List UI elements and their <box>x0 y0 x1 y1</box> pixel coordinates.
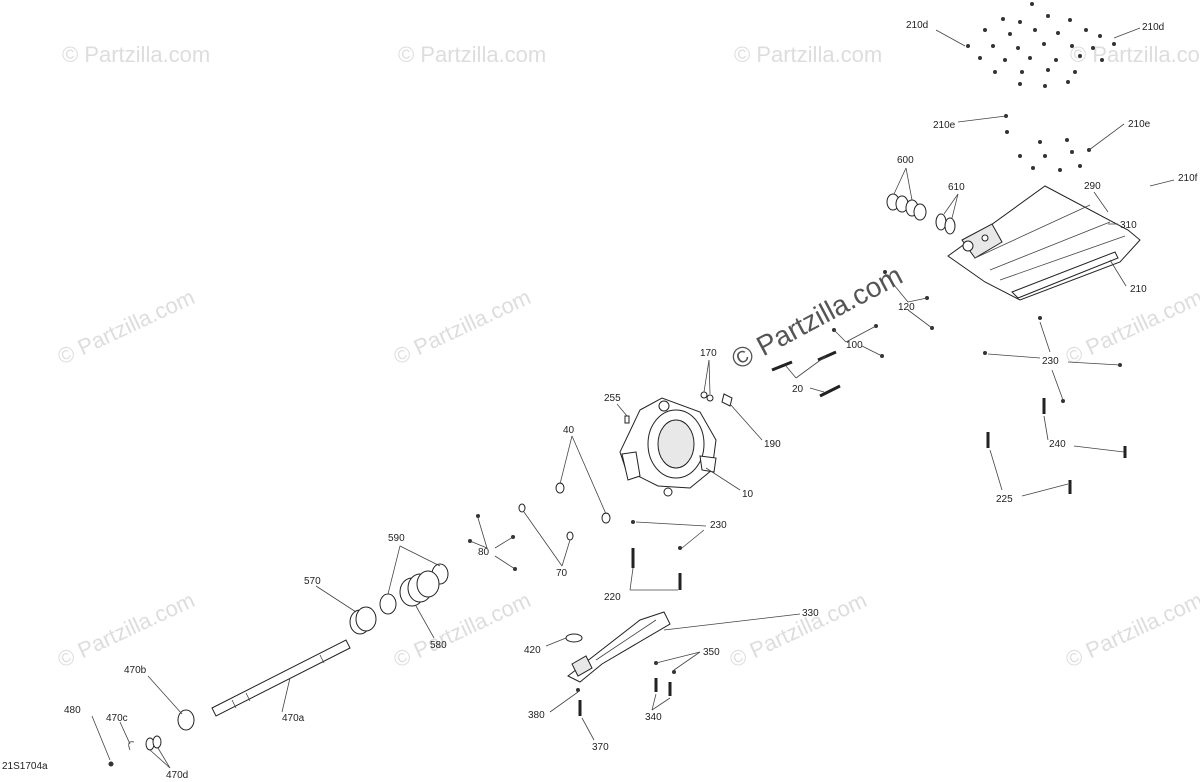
diagram-code: 21S1704a <box>2 761 48 772</box>
watermark: © Partzilla.com <box>390 284 535 369</box>
callout-220: 220 <box>604 592 621 603</box>
callout-labels: 210d 210d 210e 210e 210f 600 610 290 310… <box>64 20 1198 781</box>
callout-590: 590 <box>388 533 405 544</box>
watermark: © Partzilla.com <box>62 42 210 67</box>
drive-shaft-part-470a <box>211 639 351 717</box>
callout-10: 10 <box>742 489 754 500</box>
watermark: © Partzilla.com <box>1062 284 1200 369</box>
watermark: © Partzilla.com <box>54 284 199 369</box>
watermark: © Partzilla.com <box>726 587 871 672</box>
callout-470d: 470d <box>166 770 188 781</box>
callout-240: 240 <box>1049 439 1066 450</box>
callout-610: 610 <box>948 182 965 193</box>
small-parts-470c-470d-480 <box>108 735 162 767</box>
housing-part-10 <box>619 397 717 497</box>
callout-310: 310 <box>1120 220 1137 231</box>
callout-190: 190 <box>764 439 781 450</box>
callout-70: 70 <box>556 568 568 579</box>
watermark: © Partzilla.com <box>1062 587 1200 672</box>
fastener-parts-220-230 <box>631 520 682 590</box>
o-ring-part-610 <box>935 213 956 235</box>
watermark: © Partzilla.com <box>1070 42 1200 67</box>
clip-parts-40-70-80 <box>468 482 611 571</box>
seal-part-570 <box>349 606 377 635</box>
callout-210: 210 <box>1130 284 1147 295</box>
callout-210d: 210d <box>1142 22 1164 33</box>
watermark: © Partzilla.com <box>734 42 882 67</box>
leader-lines <box>91 27 1175 769</box>
callout-255: 255 <box>604 393 621 404</box>
callout-350: 350 <box>703 647 720 658</box>
callout-80: 80 <box>478 547 490 558</box>
fastener-parts-340-350-370-380 <box>576 661 676 716</box>
callout-470a: 470a <box>282 713 305 724</box>
callout-20: 20 <box>792 384 804 395</box>
callout-580: 580 <box>430 640 447 651</box>
gear-part-470b <box>177 709 195 731</box>
callout-470c: 470c <box>106 713 128 724</box>
callout-570: 570 <box>304 576 321 587</box>
callout-210f: 210f <box>1178 173 1198 184</box>
callout-330: 330 <box>802 608 819 619</box>
callout-230: 230 <box>1042 356 1059 367</box>
callout-290: 290 <box>1084 181 1101 192</box>
fastener-pattern-middle <box>1004 114 1091 172</box>
callout-100: 100 <box>846 340 863 351</box>
callout-225: 225 <box>996 494 1013 505</box>
bracket-part-330 <box>565 611 671 683</box>
watermark-center: © Partzilla.com <box>726 259 907 375</box>
callout-370: 370 <box>592 742 609 753</box>
callout-470b: 470b <box>124 665 147 676</box>
callout-380: 380 <box>528 710 545 721</box>
callout-340: 340 <box>645 712 662 723</box>
fastener-pattern-top <box>966 2 1116 88</box>
small-parts-170-190-255 <box>624 391 733 424</box>
callout-210e: 210e <box>933 120 956 131</box>
callout-480: 480 <box>64 705 81 716</box>
callout-210d: 210d <box>906 20 928 31</box>
callout-230: 230 <box>710 520 727 531</box>
watermark: © Partzilla.com <box>398 42 546 67</box>
stud-part-20 <box>771 350 841 398</box>
callout-120: 120 <box>898 302 915 313</box>
callout-600: 600 <box>897 155 914 166</box>
callout-210e: 210e <box>1128 119 1151 130</box>
callout-40: 40 <box>563 425 575 436</box>
o-ring-part-600 <box>886 193 927 221</box>
callout-170: 170 <box>700 348 717 359</box>
watermark: © Partzilla.com <box>54 587 199 672</box>
boot-part-580 <box>399 570 440 607</box>
callout-420: 420 <box>524 645 541 656</box>
skid-plate-part-210 <box>947 185 1141 301</box>
